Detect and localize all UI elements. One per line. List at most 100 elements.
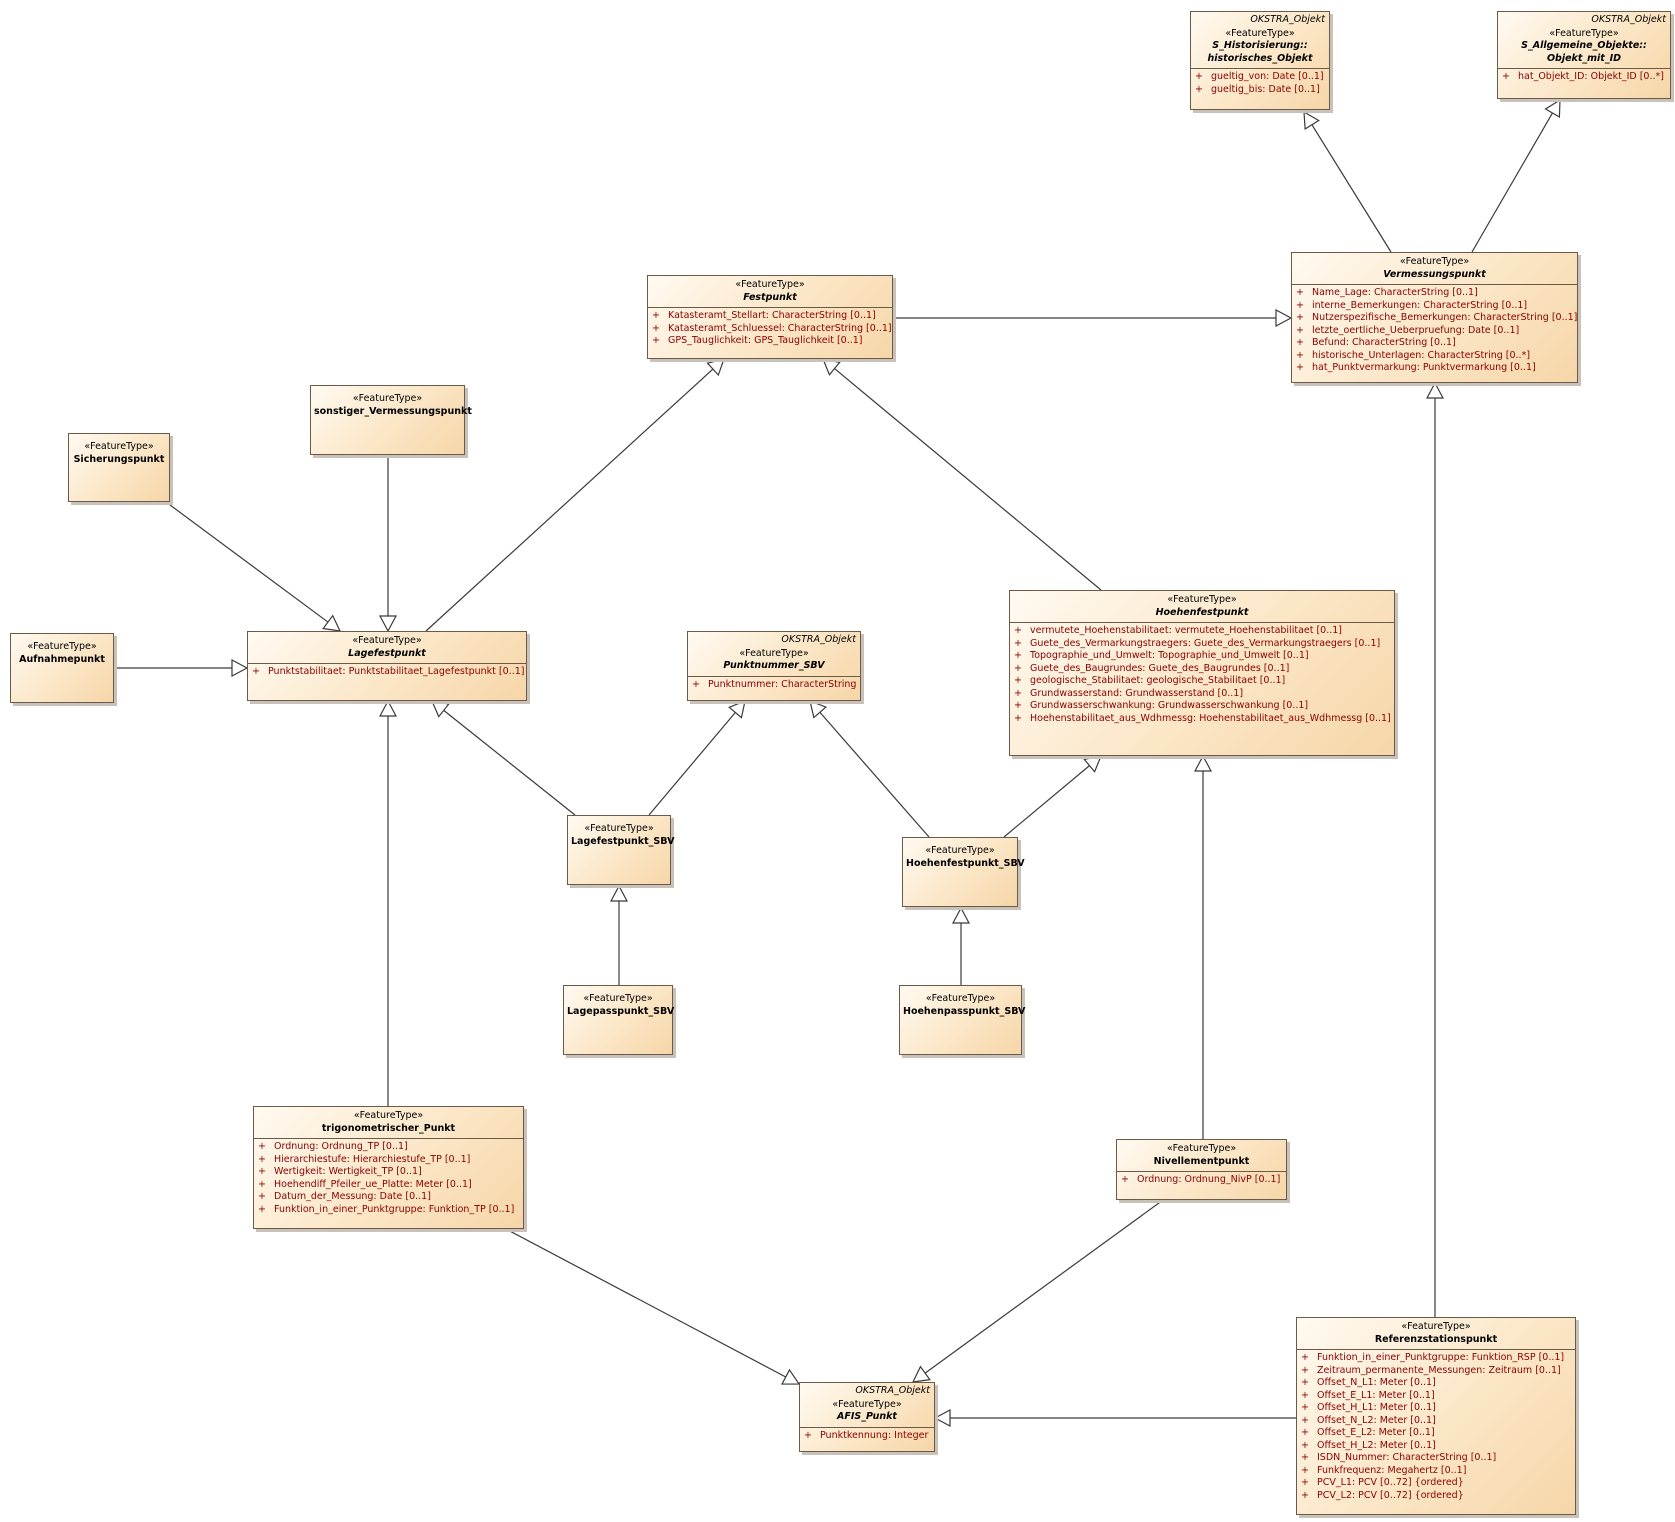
class-hoehenfestpunkt-sbv[interactable]: «FeatureType»Hoehenfestpunkt_SBV: [902, 837, 1025, 907]
attribute-row: +ISDN_Nummer: CharacterString [0..1]: [1301, 1452, 1571, 1465]
generalization-lagefestpunkt_sbv-to-lagefestpunkt[interactable]: [431, 700, 576, 816]
generalization-nivellementpunkt-to-hoehenfestpunkt[interactable]: [1194, 754, 1212, 1139]
attribute-row: +hat_Objekt_ID: Objekt_ID [0..*]: [1502, 71, 1666, 84]
visibility-public: +: [1296, 337, 1304, 348]
visibility-public: +: [252, 666, 260, 677]
edge-line: [924, 1199, 1164, 1374]
attribute-row: +Offset_H_L2: Meter [0..1]: [1301, 1440, 1571, 1453]
generalization-lagefestpunkt_sbv-to-punktnummer_sbv[interactable]: [648, 700, 746, 816]
generalization-arrowhead: [379, 615, 397, 633]
visibility-public: +: [1195, 71, 1203, 82]
generalization-nivellementpunkt-to-afis_punkt[interactable]: [911, 1199, 1164, 1383]
generalization-vermessungspunkt-to-historisches_objekt[interactable]: [1303, 110, 1392, 253]
class-name: AFIS_Punkt: [837, 1411, 897, 1422]
attribute-row: +Ordnung: Ordnung_NivP [0..1]: [1121, 1174, 1282, 1187]
class-punktnummer-sbv[interactable]: OKSTRA_Objekt«FeatureType»Punktnummer_SB…: [687, 631, 861, 701]
attribute-text: Offset_H_L1: Meter [0..1]: [1317, 1402, 1436, 1413]
attribute-row: +Hoehenstabilitaet_aus_Wdhmessg: Hoehens…: [1014, 713, 1391, 726]
generalization-aufnahmepunkt-to-lagefestpunkt[interactable]: [114, 659, 249, 677]
class-lagefestpunkt-sbv[interactable]: «FeatureType»Lagefestpunkt_SBV: [567, 815, 674, 885]
visibility-public: +: [1121, 1174, 1129, 1185]
attribute-text: Ordnung: Ordnung_TP [0..1]: [274, 1141, 408, 1152]
attribute-row: +Zeitraum_permanente_Messungen: Zeitraum…: [1301, 1365, 1571, 1378]
class-header: «FeatureType»Lagefestpunkt_SBV: [568, 816, 674, 851]
attribute-row: +Topographie_und_Umwelt: Topographie_und…: [1014, 650, 1390, 663]
attribute-row: +hat_Punktvermarkung: Punktvermarkung [0…: [1296, 362, 1573, 375]
generalization-arrowhead: [781, 1368, 801, 1385]
visibility-public: +: [1014, 687, 1022, 699]
visibility-public: +: [1301, 1364, 1309, 1376]
generalization-lagepasspunkt_sbv-to-lagefestpunkt_sbv[interactable]: [610, 884, 628, 985]
class-objekt-mit-id[interactable]: OKSTRA_Objekt«FeatureType»S_Allgemeine_O…: [1497, 11, 1671, 99]
class-festpunkt[interactable]: «FeatureType»Festpunkt+Katasteramt_Stell…: [647, 275, 893, 359]
class-lagefestpunkt[interactable]: «FeatureType»Lagefestpunkt+Punktstabilit…: [247, 631, 527, 701]
class-afis-punkt[interactable]: OKSTRA_Objekt«FeatureType»AFIS_Punkt+Pun…: [799, 1382, 935, 1452]
class-aufnahmepunkt[interactable]: «FeatureType»Aufnahmepunkt: [10, 633, 114, 703]
generalization-arrowhead: [1275, 309, 1293, 327]
generalization-hoehenfestpunkt-to-festpunkt[interactable]: [822, 358, 1102, 591]
generalization-arrowhead: [431, 700, 450, 718]
attribute-text: vermutete_Hoehenstabilitaet: vermutete_H…: [1030, 625, 1343, 636]
class-header: «FeatureType»Sicherungspunkt: [69, 434, 169, 469]
generalization-vermessungspunkt-to-objekt_mit_id[interactable]: [1471, 98, 1561, 253]
edge-line: [443, 709, 576, 816]
edge-line: [505, 1228, 787, 1378]
class-lagepasspunkt-sbv[interactable]: «FeatureType»Lagepasspunkt_SBV: [563, 985, 674, 1055]
class-hoehenpasspunkt-sbv[interactable]: «FeatureType»Hoehenpasspunkt_SBV: [899, 985, 1026, 1055]
generalization-arrowhead: [1194, 754, 1212, 772]
visibility-public: +: [1301, 1389, 1309, 1401]
visibility-public: +: [1014, 675, 1022, 686]
generalization-trigonometrischer_punkt-to-afis_punkt[interactable]: [505, 1228, 801, 1385]
class-name: Hoehenpasspunkt_SBV: [903, 1005, 1026, 1017]
visibility-public: +: [1502, 71, 1510, 82]
attribute-text: Guete_des_Baugrundes: Guete_des_Baugrund…: [1030, 662, 1290, 674]
class-vermessungspunkt[interactable]: «FeatureType»Vermessungspunkt+Name_Lage:…: [1291, 252, 1578, 383]
attribute-compartment: +Ordnung: Ordnung_NivP [0..1]: [1117, 1171, 1286, 1189]
edge-line: [819, 711, 930, 838]
generalization-arrowhead: [1303, 110, 1320, 131]
generalization-hoehenfestpunkt_sbv-to-punktnummer_sbv[interactable]: [809, 700, 930, 838]
generalization-festpunkt-to-vermessungspunkt[interactable]: [893, 309, 1293, 327]
visibility-public: +: [1014, 650, 1022, 661]
edge-line: [165, 501, 329, 623]
class-hoehenfestpunkt[interactable]: «FeatureType»Hoehenfestpunkt+vermutete_H…: [1009, 590, 1395, 756]
class-name: historisches_Objekt: [1207, 52, 1313, 64]
visibility-public: +: [1301, 1477, 1309, 1488]
visibility-public: +: [692, 678, 700, 690]
attribute-text: gueltig_bis: Date [0..1]: [1211, 83, 1320, 95]
class-sicherungspunkt[interactable]: «FeatureType»Sicherungspunkt: [68, 433, 170, 502]
class-sonstiger-vermessungspunkt[interactable]: «FeatureType»sonstiger_Vermessungspunkt: [310, 385, 472, 455]
class-trigonometrischer-punkt[interactable]: «FeatureType»trigonometrischer_Punkt+Ord…: [253, 1106, 524, 1229]
class-referenzstationspunkt[interactable]: «FeatureType»Referenzstationspunkt+Funkt…: [1296, 1317, 1576, 1515]
class-header: «FeatureType»Hoehenfestpunkt_SBV: [903, 838, 1025, 873]
class-name: trigonometrischer_Punkt: [321, 1122, 456, 1134]
generalization-sonstiger_vermessungspunkt-to-lagefestpunkt[interactable]: [379, 455, 397, 633]
attribute-text: interne_Bemerkungen: CharacterString [0.…: [1312, 299, 1528, 311]
generalization-referenzstationspunkt-to-vermessungspunkt[interactable]: [1426, 381, 1444, 1317]
edge-line: [425, 368, 714, 632]
attribute-compartment: +Name_Lage: CharacterString [0..1]+inter…: [1292, 284, 1577, 377]
stereotype-label: «FeatureType»: [735, 279, 805, 290]
class-nivellementpunkt[interactable]: «FeatureType»Nivellementpunkt+Ordnung: O…: [1116, 1139, 1287, 1200]
class-historisches-objekt[interactable]: OKSTRA_Objekt«FeatureType»S_Historisieru…: [1190, 11, 1330, 110]
generalization-hoehenfestpunkt_sbv-to-hoehenfestpunkt[interactable]: [1003, 755, 1102, 838]
generalization-lagefestpunkt-to-festpunkt[interactable]: [425, 358, 725, 632]
generalization-hoehenpasspunkt_sbv-to-hoehenfestpunkt_sbv[interactable]: [952, 906, 970, 985]
attribute-text: Offset_N_L2: Meter [0..1]: [1317, 1414, 1436, 1426]
stereotype-label: «FeatureType»: [1549, 27, 1619, 39]
class-name: Aufnahmepunkt: [19, 653, 105, 665]
generalization-referenzstationspunkt-to-afis_punkt[interactable]: [933, 1409, 1296, 1427]
class-header: «FeatureType»Festpunkt: [648, 276, 892, 307]
generalization-arrowhead: [952, 906, 970, 924]
visibility-public: +: [1301, 1377, 1309, 1388]
attribute-text: Nutzerspezifische_Bemerkungen: Character…: [1312, 312, 1578, 323]
attribute-row: +letzte_oertliche_Ueberpruefung: Date [0…: [1296, 325, 1573, 338]
generalization-sicherungspunkt-to-lagefestpunkt[interactable]: [165, 501, 342, 632]
attribute-row: +Funktion_in_einer_Punktgruppe: Funktion…: [258, 1204, 519, 1217]
visibility-public: +: [1301, 1402, 1309, 1413]
attribute-text: gueltig_von: Date [0..1]: [1211, 71, 1324, 82]
visibility-public: +: [1296, 362, 1304, 373]
visibility-public: +: [1296, 349, 1304, 361]
generalization-trigonometrischer_punkt-to-lagefestpunkt[interactable]: [379, 699, 397, 1106]
attribute-text: Offset_H_L2: Meter [0..1]: [1317, 1439, 1436, 1451]
